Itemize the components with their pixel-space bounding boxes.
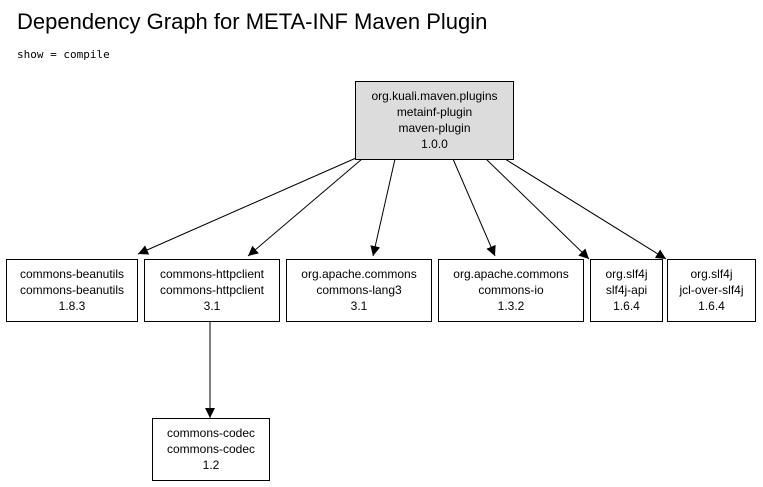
node-box — [286, 259, 432, 322]
node-box — [6, 259, 138, 322]
scope-filter-label: show = compile — [17, 48, 110, 61]
node-box — [144, 259, 280, 322]
node-label-line: commons-codec — [167, 426, 255, 440]
node-box — [667, 259, 756, 322]
node-label-line: 3.1 — [204, 299, 221, 313]
node-label-line: commons-httpclient — [160, 267, 265, 281]
node-label-line: 1.6.4 — [698, 299, 725, 313]
node-label-line: commons-beanutils — [20, 267, 124, 281]
node-root: org.kuali.maven.plugins metainf-plugin mav… — [355, 81, 514, 160]
node-label-line: maven-plugin — [398, 121, 470, 135]
node-label-line: metainf-plugin — [397, 105, 472, 119]
node-label-line: 1.3.2 — [498, 299, 525, 313]
node-label-line: commons-codec — [167, 442, 255, 456]
node-label-line: org.slf4j — [605, 267, 647, 281]
node-label-line: 1.0.0 — [421, 137, 448, 151]
node-httpclient: commons-httpclient commons-httpclient 3.1 — [144, 259, 280, 322]
node-slf4j-api: org.slf4j slf4j-api 1.6.4 — [590, 259, 663, 322]
node-io: org.apache.commons commons-io 1.3.2 — [438, 259, 584, 322]
edges-layer — [137, 157, 667, 418]
edge-root-to-httpclient — [247, 158, 363, 257]
node-label-line: org.slf4j — [690, 267, 732, 281]
node-lang3: org.apache.commons commons-lang3 3.1 — [286, 259, 432, 322]
node-label-line: 1.2 — [203, 458, 220, 472]
node-beanutils: commons-beanutils commons-beanutils 1.8.3 — [6, 259, 138, 322]
node-label-line: commons-httpclient — [160, 283, 265, 297]
node-jcl: org.slf4j jcl-over-slf4j 1.6.4 — [667, 259, 756, 322]
node-box — [355, 81, 514, 160]
node-codec: commons-codec commons-codec 1.2 — [152, 418, 270, 481]
nodes-layer: org.kuali.maven.plugins metainf-plugin mav… — [6, 81, 756, 481]
node-label-line: org.kuali.maven.plugins — [371, 89, 497, 103]
edge-root-to-slf4j-api — [485, 158, 590, 260]
edge-root-to-beanutils — [137, 157, 357, 255]
node-label-line: 1.6.4 — [613, 299, 640, 313]
edge-root-to-jcl — [504, 158, 667, 260]
node-label-line: org.apache.commons — [301, 267, 416, 281]
node-label-line: 3.1 — [351, 299, 368, 313]
node-box — [438, 259, 584, 322]
node-label-line: commons-beanutils — [20, 283, 124, 297]
edge-root-to-lang3 — [370, 158, 396, 257]
edge-root-to-io — [452, 158, 496, 257]
node-label-line: jcl-over-slf4j — [678, 283, 743, 297]
node-box — [152, 418, 270, 481]
node-label-line: slf4j-api — [606, 283, 647, 297]
page-title: Dependency Graph for META-INF Maven Plug… — [17, 9, 488, 34]
node-label-line: commons-io — [478, 283, 544, 297]
node-label-line: 1.8.3 — [59, 299, 86, 313]
node-box — [590, 259, 663, 322]
node-label-line: org.apache.commons — [453, 267, 568, 281]
node-label-line: commons-lang3 — [316, 283, 402, 297]
